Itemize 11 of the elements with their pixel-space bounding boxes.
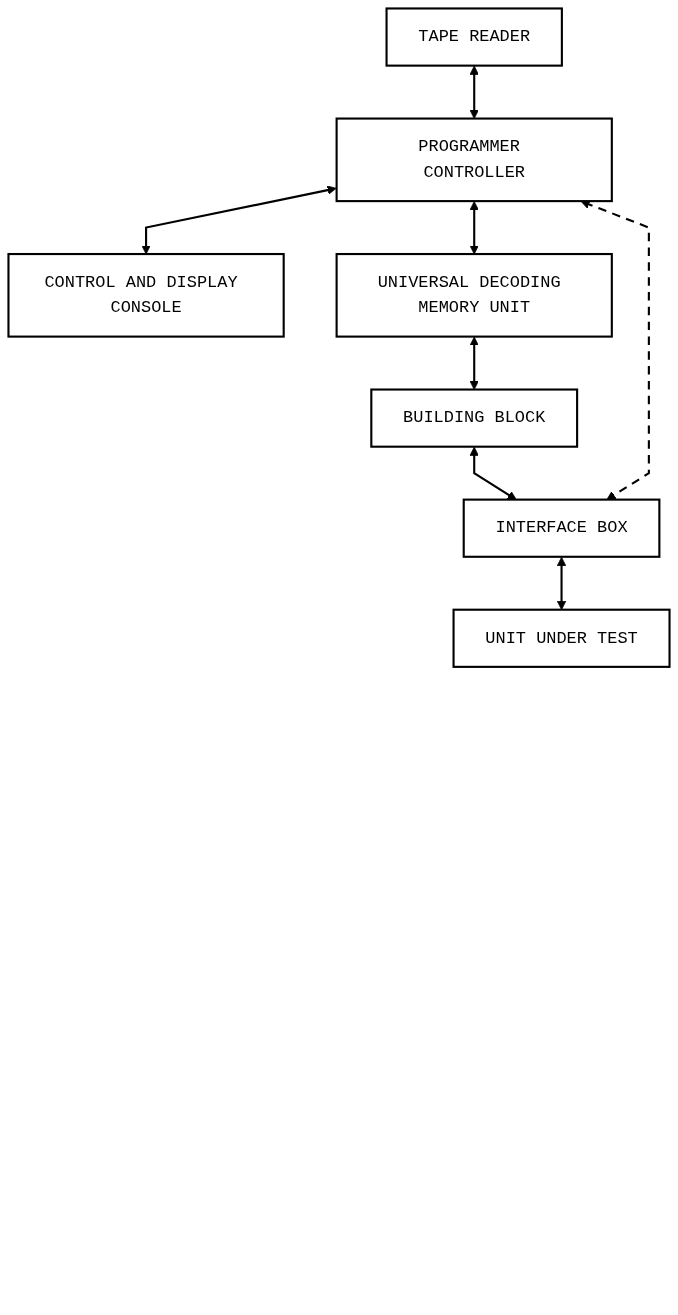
node-box: UNIT UNDER TEST [452, 608, 671, 668]
arrow [469, 201, 479, 255]
node-box: PROGRAMMER CONTROLLER [335, 117, 613, 203]
node-box: TAPE READER [385, 7, 563, 67]
arrow [469, 65, 479, 119]
node-box: BUILDING BLOCK [370, 388, 579, 448]
arrow [469, 336, 479, 390]
arrow [141, 185, 337, 255]
node-box: INTERFACE BOX [462, 498, 661, 558]
node-box: UNIVERSAL DECODING MEMORY UNIT [335, 253, 613, 338]
node-box: CONTROL AND DISPLAY CONSOLE [7, 253, 285, 338]
